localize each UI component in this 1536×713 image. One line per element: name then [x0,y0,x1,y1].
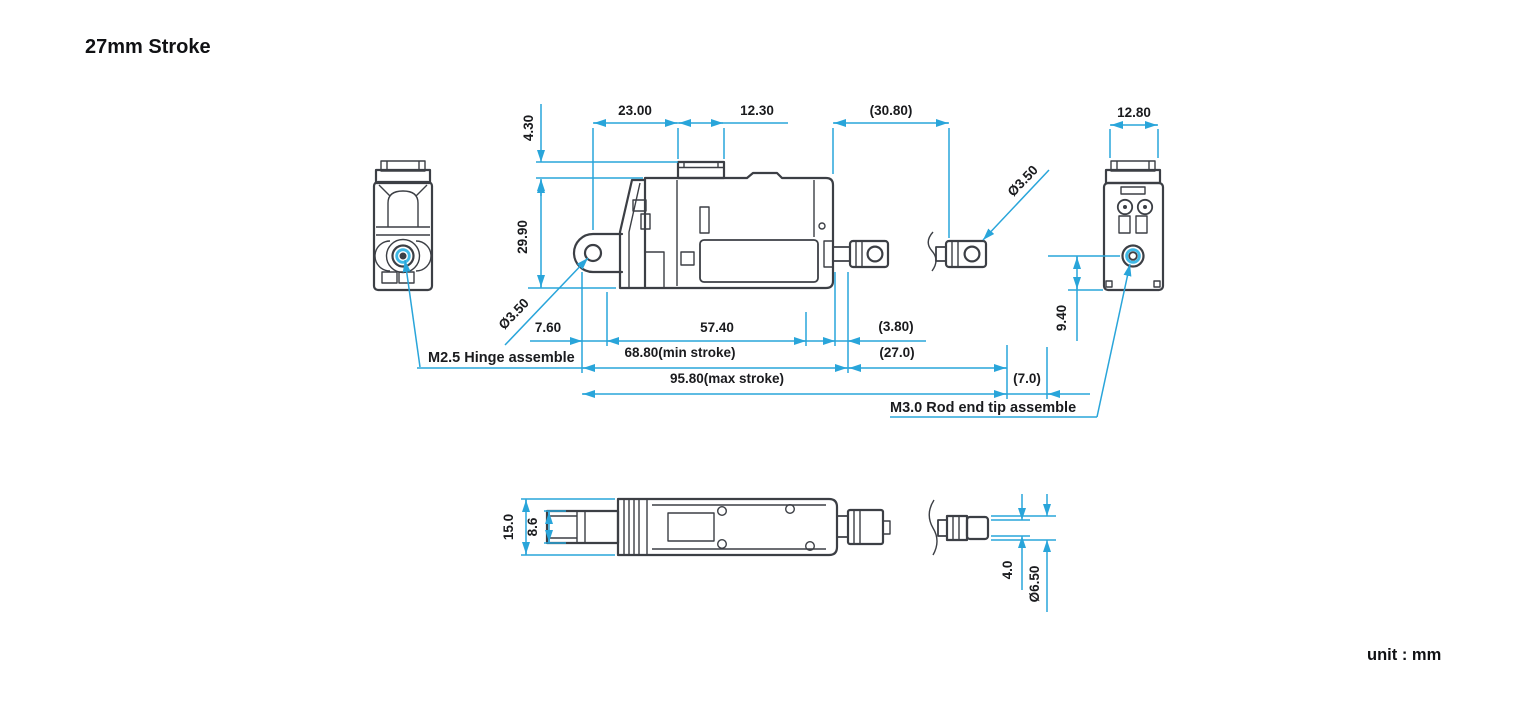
dim-text-15-0: 15.0 [501,514,516,540]
dim-text-57-40: 57.40 [700,320,734,335]
hinge-hole [399,252,407,260]
dim-bracket-width: 8.6 [525,510,566,544]
rod-tip-hole [963,245,981,263]
label-rod-end-assembly: M3.0 Rod end tip assemble [890,263,1132,418]
dim-text-4-30: 4.30 [521,115,536,141]
dim-tip-widths: 4.0 Ø6.50 [991,494,1056,612]
right-end-view [1102,160,1165,292]
dim-text-8-6: 8.6 [525,517,540,536]
dim-text-29-90: 29.90 [515,220,530,254]
dim-text-9-40: 9.40 [1054,305,1069,331]
dim-text-30-80: (30.80) [870,103,913,118]
label-hinge-assembly: M2.5 Hinge assemble [402,259,575,368]
bottom-view [545,497,990,557]
dim-text-7-60: 7.60 [535,320,561,335]
dim-end-view-width: 12.80 [1109,105,1159,158]
dim-row-1: 7.60 57.40 (3.80) [530,272,926,373]
rod-end-assembly-label: M3.0 Rod end tip assemble [890,400,1076,416]
connector-block [676,160,726,180]
left-end-view [372,160,434,292]
dim-text-3-80: (3.80) [878,319,913,334]
dim-text-12-30: 12.30 [740,103,774,118]
dim-rod-extension: (30.80) [832,103,950,238]
dim-body-width: 15.0 [501,498,615,556]
dim-text-12-80: 12.80 [1117,105,1151,120]
dim-text-min-stroke: 68.80(min stroke) [624,345,735,360]
dim-hinge-to-connector: 23.00 [592,103,679,230]
dim-text-4-0: 4.0 [1000,561,1015,580]
rod-hole [1128,251,1138,261]
screw-hole-right [1136,198,1154,216]
dim-text-dia-3-50-right: Ø3.50 [1005,162,1041,199]
dim-text-27-0: (27.0) [879,345,914,360]
rod-hole-highlight [1125,248,1141,264]
dim-body-height: 29.90 [515,180,616,289]
dim-text-dia-6-50: Ø6.50 [1027,566,1042,603]
dim-hole-to-base: 9.40 [1048,255,1120,341]
dim-text-23-00: 23.00 [618,103,652,118]
side-view [572,160,988,290]
hinge-assembly-label: M2.5 Hinge assemble [428,350,575,366]
page-title: 27mm Stroke [85,36,211,58]
side-hinge-hole [583,243,603,263]
dim-row-3: 95.80(max stroke) (7.0) [582,347,1090,399]
dim-connector-width: 12.30 [678,103,788,159]
callout-tip-hole-dia: Ø3.50 [982,162,1050,241]
dim-text-7-0: (7.0) [1013,371,1041,386]
dim-row-2: 68.80(min stroke) (27.0) [417,345,1008,399]
hinge-leader-line [402,259,421,368]
unit-note: unit : mm [1367,646,1441,664]
dim-text-dia-3-50-left: Ø3.50 [496,295,532,332]
dim-text-max-stroke: 95.80(max stroke) [670,371,784,386]
screw-hole-left [1116,198,1134,216]
dim-connector-offset: 4.30 [521,104,678,196]
rod-end-leader-line [1096,263,1132,418]
